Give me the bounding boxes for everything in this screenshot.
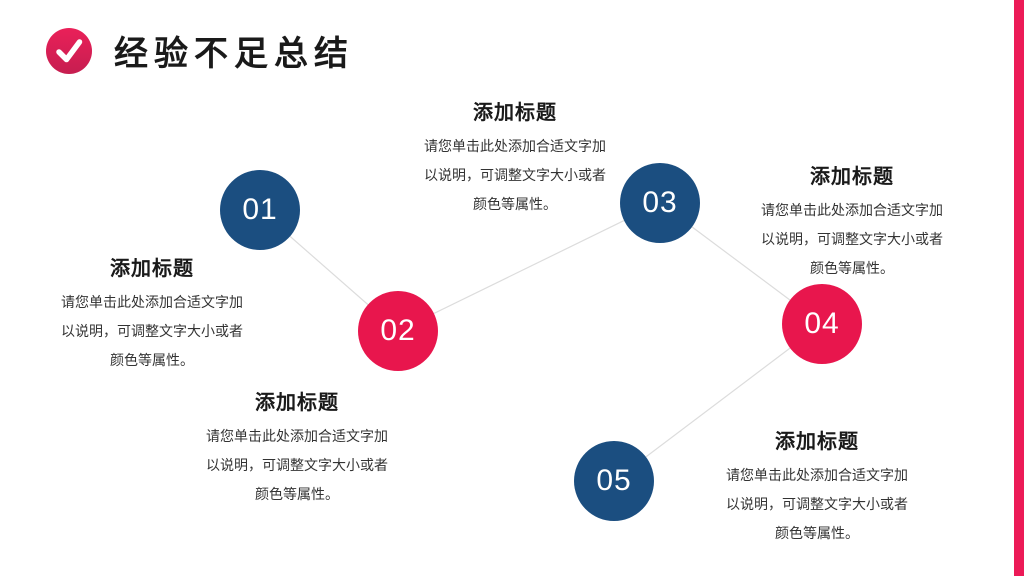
step-number: 03 bbox=[642, 186, 678, 219]
step-body: 请您单击此处添加合适文字加以说明，可调整文字大小或者颜色等属性。 bbox=[726, 467, 908, 541]
step-circle-01: 01 bbox=[220, 170, 300, 250]
step-body: 请您单击此处添加合适文字加以说明，可调整文字大小或者颜色等属性。 bbox=[761, 202, 943, 276]
step-number: 01 bbox=[242, 193, 278, 226]
connector-line-04-05 bbox=[613, 323, 823, 482]
step-circle-05: 05 bbox=[574, 441, 654, 521]
step-text-block-03: 添加标题 请您单击此处添加合适文字加以说明，可调整文字大小或者颜色等属性。 bbox=[742, 164, 962, 283]
step-number: 05 bbox=[596, 464, 632, 497]
step-text-block-05: 添加标题 请您单击此处添加合适文字加以说明，可调整文字大小或者颜色等属性。 bbox=[187, 390, 407, 509]
step-text-block-01: 添加标题 请您单击此处添加合适文字加以说明，可调整文字大小或者颜色等属性。 bbox=[42, 256, 262, 375]
step-heading: 添加标题 bbox=[810, 166, 894, 188]
step-text-block-02: 添加标题 请您单击此处添加合适文字加以说明，可调整文字大小或者颜色等属性。 bbox=[405, 100, 625, 219]
accent-bar bbox=[1014, 0, 1024, 576]
step-circle-02: 02 bbox=[358, 291, 438, 371]
checkmark-icon bbox=[46, 27, 92, 74]
step-circle-03: 03 bbox=[620, 163, 700, 243]
step-text-block-04: 添加标题 请您单击此处添加合适文字加以说明，可调整文字大小或者颜色等属性。 bbox=[707, 429, 927, 548]
step-number: 04 bbox=[804, 307, 840, 340]
step-body: 请您单击此处添加合适文字加以说明，可调整文字大小或者颜色等属性。 bbox=[424, 138, 606, 212]
step-heading: 添加标题 bbox=[473, 102, 557, 124]
step-circle-04: 04 bbox=[782, 284, 862, 364]
slide-title: 经验不足总结 bbox=[114, 35, 354, 73]
step-heading: 添加标题 bbox=[255, 392, 339, 414]
step-number: 02 bbox=[380, 314, 416, 347]
step-body: 请您单击此处添加合适文字加以说明，可调整文字大小或者颜色等属性。 bbox=[206, 428, 388, 502]
step-heading: 添加标题 bbox=[110, 258, 194, 280]
slide-header: 经验不足总结 bbox=[46, 26, 354, 75]
step-heading: 添加标题 bbox=[775, 431, 859, 453]
step-body: 请您单击此处添加合适文字加以说明，可调整文字大小或者颜色等属性。 bbox=[61, 294, 243, 368]
connector-line-02-03 bbox=[397, 202, 661, 332]
